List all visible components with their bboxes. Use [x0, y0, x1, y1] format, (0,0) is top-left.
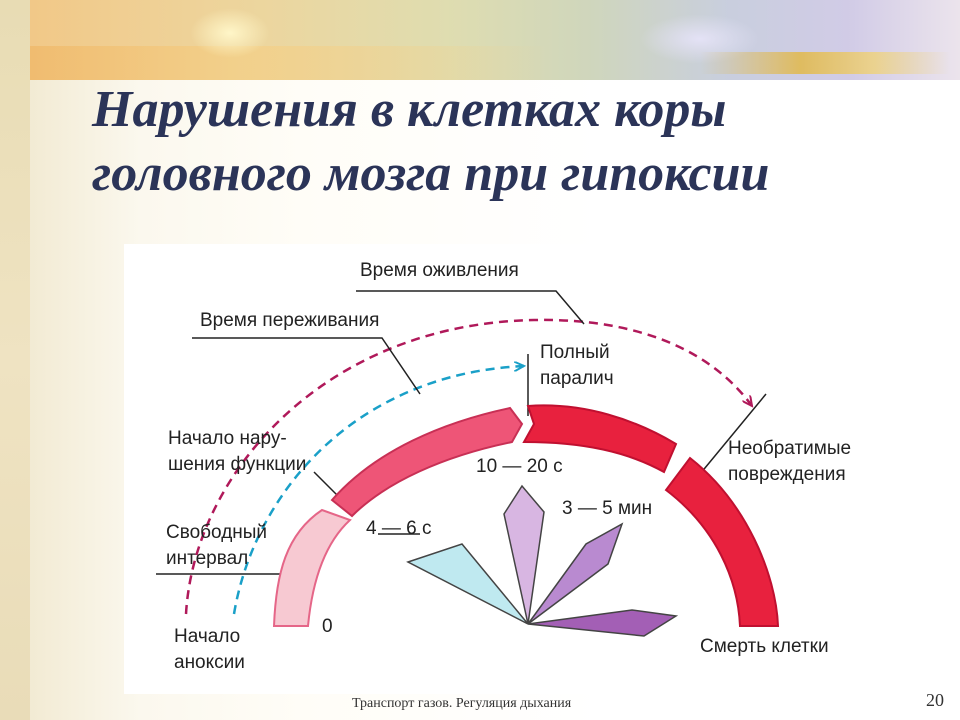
page-number: 20 — [926, 690, 944, 710]
label-irreversible-2: повреждения — [728, 464, 846, 485]
label-dysfunction-2: шения функции — [168, 454, 307, 475]
label-revival-time: Время оживления — [360, 260, 519, 281]
petal-4-6s — [406, 543, 529, 625]
segment-free-interval — [272, 508, 352, 627]
label-survival-time: Время переживания — [200, 310, 380, 331]
hypoxia-diagram: Время оживления Время переживания Полный… — [124, 244, 960, 694]
dysfunction-leader-line — [313, 471, 341, 499]
left-decor-strip — [0, 0, 30, 720]
survival-leader-line — [192, 337, 421, 395]
label-full-paralysis-2: паралич — [540, 368, 614, 389]
petal-10-20s — [503, 484, 545, 625]
banner-sparkle-decor — [700, 52, 950, 74]
petal-death — [527, 609, 679, 637]
label-irreversible-1: Необратимые — [728, 438, 852, 459]
footer-text: Транспорт газов. Регуляция дыхания — [352, 696, 572, 711]
label-anoxia-2: аноксии — [174, 652, 245, 673]
irreversible-leader-line — [699, 393, 767, 475]
label-time-10-20: 10 — 20 с — [476, 456, 563, 477]
slide-title: Нарушения в клетках коры головного мозга… — [92, 78, 932, 206]
label-time-3-5: 3 — 5 мин — [562, 498, 653, 519]
label-full-paralysis-1: Полный — [540, 342, 610, 363]
segment-dysfunction — [330, 406, 524, 518]
diagram-canvas — [156, 290, 780, 637]
petal-3-5min — [527, 522, 624, 625]
header-banner-strip — [30, 46, 550, 80]
label-free-interval-1: Свободный — [166, 522, 268, 543]
segment-paralysis — [522, 404, 678, 474]
label-zero: 0 — [322, 616, 333, 637]
label-time-4-6: 4 — 6 с — [366, 518, 432, 539]
revival-leader-line — [356, 290, 585, 325]
revival-time-arrow — [184, 318, 752, 615]
label-dysfunction-1: Начало нару- — [168, 428, 287, 449]
title-line-1: Нарушения в клетках коры — [92, 81, 727, 138]
survival-time-arrow — [232, 366, 524, 615]
segment-irreversible — [664, 456, 780, 627]
label-cell-death: Смерть клетки — [700, 636, 829, 657]
label-free-interval-2: интервал — [166, 548, 249, 569]
label-anoxia-1: Начало — [174, 626, 241, 647]
title-line-2: головного мозга при гипоксии — [92, 145, 770, 202]
banner-flower-decor — [190, 8, 270, 58]
